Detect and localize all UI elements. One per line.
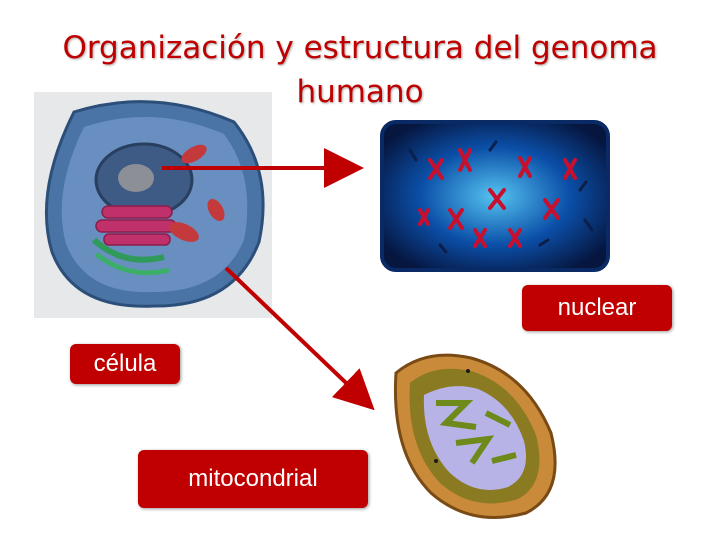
mitochondrion-illustration	[376, 343, 570, 527]
title-line-2: humano	[296, 74, 424, 110]
cell-illustration	[34, 92, 272, 318]
label-mitochondrial: mitocondrial	[138, 450, 368, 508]
slide-title: Organización y estructura del genoma hum…	[0, 26, 720, 114]
title-line-1: Organización y estructura del genoma	[62, 30, 658, 66]
label-cell: célula	[70, 344, 180, 384]
label-nuclear: nuclear	[522, 285, 672, 331]
arrow-to-mitochondrion	[224, 266, 375, 411]
nucleus-chromosomes-illustration	[380, 120, 610, 272]
